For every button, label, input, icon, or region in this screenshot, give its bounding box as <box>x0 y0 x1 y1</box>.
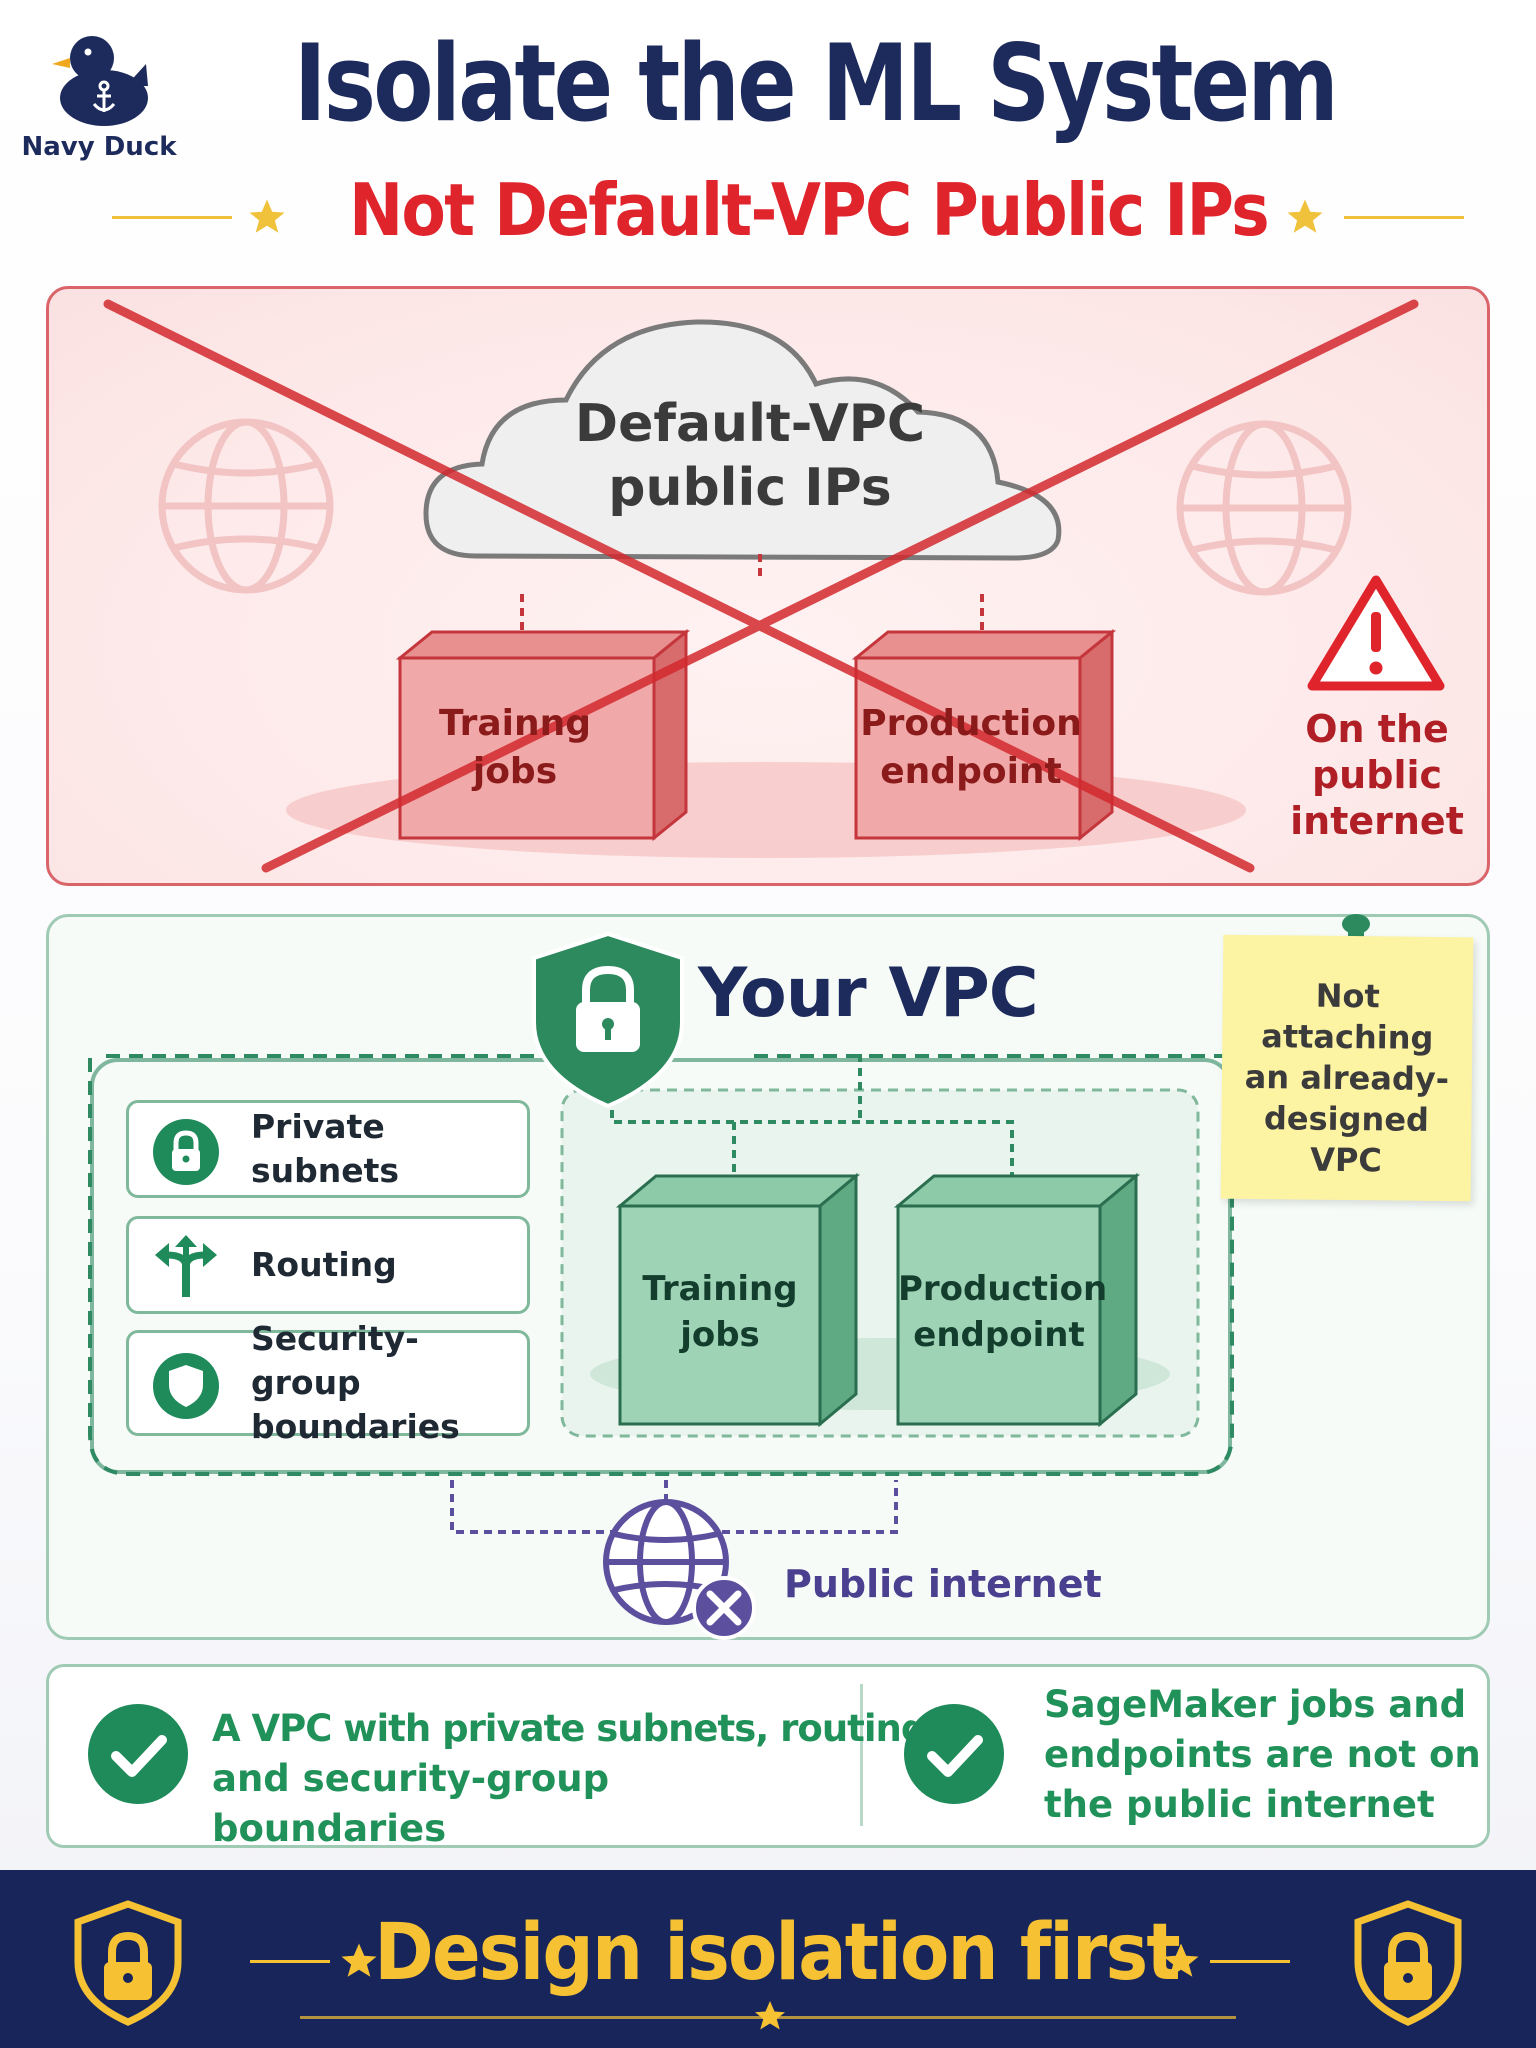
globe-icon <box>1176 420 1352 596</box>
your-vpc-diagram <box>88 914 1374 1640</box>
summary-line: A VPC with private subnets, routing, <box>212 1707 940 1750</box>
subtitle-rule-right <box>1344 216 1464 219</box>
footer-tagline: Design isolation first <box>374 1908 1180 1998</box>
blocked-x-icon <box>692 1576 756 1640</box>
cloud-label-line: public IPs <box>608 458 892 518</box>
star-icon <box>1287 199 1323 233</box>
default-vpc-diagram <box>103 299 1445 873</box>
warning-label: On the public internet <box>1262 706 1492 844</box>
star-icon <box>341 1943 377 1977</box>
production-box-red-label: Production endpoint <box>856 700 1086 796</box>
summary-left-text: A VPC with private subnets, routing, and… <box>212 1704 940 1854</box>
box-label-line: Trainng <box>438 703 591 744</box>
feature-private-subnets: Private subnets <box>126 1100 530 1198</box>
shield-lock-icon <box>1354 1900 1462 2026</box>
box-label-line: jobs <box>680 1315 760 1355</box>
warning-label-line: public <box>1311 753 1443 797</box>
globe-icon <box>158 418 334 594</box>
feature-label: Routing <box>251 1245 397 1284</box>
note-line: attaching <box>1261 1016 1434 1057</box>
footer-rule-left <box>250 1960 330 1963</box>
production-box-red <box>851 628 1117 842</box>
training-box-green-label: Training jobs <box>620 1266 820 1358</box>
brand-name: Navy Duck <box>21 132 177 162</box>
sticky-note-text: Not attaching an already- designed VPC <box>1236 974 1458 1181</box>
internet-globe-icon <box>603 1499 729 1625</box>
check-circle-icon <box>88 1704 188 1804</box>
box-label-line: endpoint <box>880 751 1062 792</box>
summary-line: SageMaker jobs and <box>1044 1683 1467 1726</box>
feature-label-line: boundaries <box>251 1407 460 1446</box>
shield-icon <box>153 1353 219 1419</box>
production-box-green <box>893 1172 1141 1428</box>
feature-security-group: Security-group boundaries <box>126 1319 530 1446</box>
note-line: Not <box>1315 976 1380 1015</box>
feature-label-line: Security-group <box>251 1319 419 1402</box>
star-icon <box>249 199 285 233</box>
summary-right-text: SageMaker jobs and endpoints are not on … <box>1044 1680 1484 1830</box>
routing-arrows-icon <box>155 1235 217 1297</box>
summary-line: the public internet <box>1044 1783 1435 1826</box>
cross-out-icon <box>103 299 1419 873</box>
box-label-line: endpoint <box>913 1315 1085 1355</box>
summary-line: and security-group boundaries <box>212 1757 610 1850</box>
page-subtitle: Not Default-VPC Public IPs <box>349 168 1270 252</box>
warning-label-line: internet <box>1290 799 1464 843</box>
note-line: designed <box>1263 1098 1430 1139</box>
page-title: Isolate the ML System <box>293 22 1339 145</box>
shield-lock-icon <box>74 1900 182 2026</box>
warning-icon <box>1307 575 1445 691</box>
summary-line: endpoints are not on <box>1044 1733 1481 1776</box>
box-label-line: Training <box>642 1269 798 1309</box>
note-line: VPC <box>1309 1140 1383 1179</box>
subtitle-rule-left <box>112 216 232 219</box>
lock-icon <box>153 1119 219 1185</box>
cloud-label: Default-VPC public IPs <box>560 392 940 520</box>
box-label-line: jobs <box>472 751 558 792</box>
box-label-line: Production <box>860 703 1082 744</box>
box-label-line: Production <box>898 1269 1108 1309</box>
summary-panel <box>46 1664 1490 1848</box>
training-box-green <box>615 1172 861 1428</box>
shield-lock-icon <box>532 931 684 1109</box>
feature-label: Private subnets <box>251 1107 400 1190</box>
your-vpc-title: Your VPC <box>698 954 1039 1033</box>
note-line: an already- <box>1244 1057 1450 1098</box>
production-box-green-label: Production endpoint <box>898 1266 1108 1358</box>
duck-logo-icon <box>52 36 148 126</box>
footer-rule-right <box>1210 1960 1290 1963</box>
star-icon <box>1163 1943 1199 1977</box>
public-internet-label: Public internet <box>784 1562 1102 1606</box>
cloud-label-line: Default-VPC <box>574 394 926 454</box>
training-box-red-label: Trainng jobs <box>400 700 630 796</box>
feature-routing: Routing <box>126 1216 530 1314</box>
check-circle-icon <box>904 1704 1004 1804</box>
warning-label-line: On the <box>1305 707 1449 751</box>
summary-divider <box>860 1684 863 1826</box>
training-box-red <box>395 628 691 842</box>
feature-label: Security-group boundaries <box>251 1319 527 1446</box>
sticky-note: Not attaching an already- designed VPC <box>1220 934 1474 1202</box>
star-icon <box>755 2001 785 2030</box>
